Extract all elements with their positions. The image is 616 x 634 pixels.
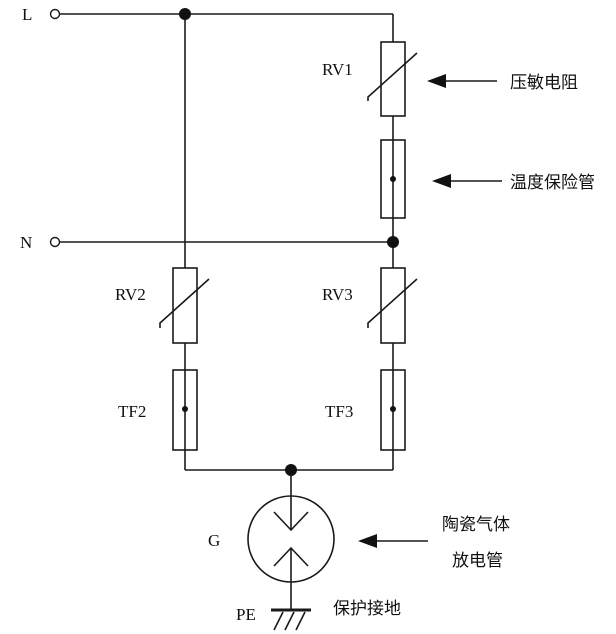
pe-label: PE [236,605,256,624]
terminal-n-label: N [20,233,32,252]
annotation-gdt-line2: 放电管 [452,551,503,571]
gdt-label: G [208,531,220,550]
varistor-rv3 [367,267,418,344]
thermal-fuse-upper [380,139,406,219]
rv3-label: RV3 [322,285,353,304]
annotation-varistor: 压敏电阻 [510,73,578,93]
tf2-label: TF2 [118,402,146,421]
terminal-l-label: L [22,5,32,24]
terminal-n [49,236,61,248]
thermal-fuse-tf3 [380,369,406,451]
callout-arrow-varistor [427,74,497,88]
junction-l [179,8,191,20]
annotation-earth: 保护接地 [333,599,401,619]
varistor-rv2 [159,267,210,344]
gas-discharge-tube [247,495,335,583]
annotation-gdt-line1: 陶瓷气体 [442,515,510,535]
callout-arrow-fuse [432,174,502,188]
rv2-label: RV2 [115,285,146,304]
annotation-thermal-fuse: 温度保险管 [510,173,595,193]
varistor-rv1 [367,41,418,117]
junction-ground-bus [285,464,297,476]
tf3-label: TF3 [325,402,353,421]
thermal-fuse-tf2 [172,369,198,451]
terminal-l [49,8,61,20]
callout-arrow-gdt [358,534,428,548]
rv1-label: RV1 [322,60,353,79]
junction-n [387,236,399,248]
wiring [60,13,394,610]
earth-symbol [271,608,311,631]
